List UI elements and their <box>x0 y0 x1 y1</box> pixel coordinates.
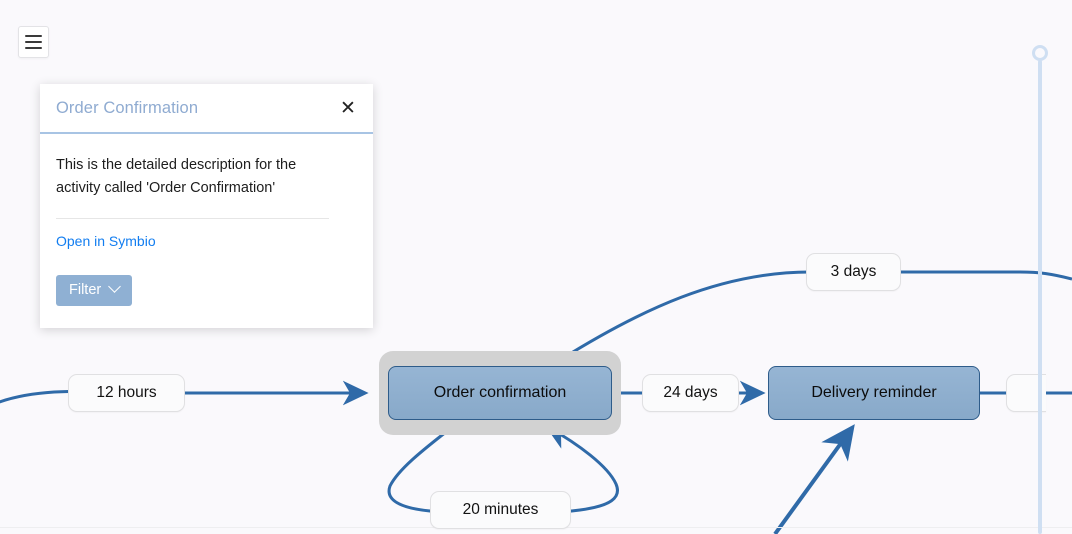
node-delivery-reminder[interactable]: Delivery reminder <box>768 366 980 420</box>
edge-into-delivery-reminder <box>773 424 855 534</box>
filter-button-label: Filter <box>69 281 102 298</box>
edge-label-20-minutes[interactable]: 20 minutes <box>430 491 571 529</box>
menu-icon[interactable] <box>18 26 49 58</box>
node-label: Delivery reminder <box>811 384 937 401</box>
filter-button[interactable]: Filter <box>56 274 133 306</box>
edge-label-12-hours[interactable]: 12 hours <box>68 374 185 412</box>
vertical-slider-handle[interactable] <box>1032 45 1048 61</box>
edge-label-3-days[interactable]: 3 days <box>806 253 901 291</box>
edge-label-text: 3 days <box>830 263 877 280</box>
activity-detail-popup[interactable]: Order Confirmation ✕ This is the detaile… <box>40 84 373 328</box>
open-in-symbio-link[interactable]: Open in Symbio <box>56 232 156 249</box>
menu-bar <box>25 47 42 49</box>
node-label: Order confirmation <box>433 384 567 401</box>
chevron-down-icon <box>108 280 122 294</box>
popup-body: This is the detailed description for the… <box>40 134 373 259</box>
edge-label-24-days[interactable]: 24 days <box>642 374 739 412</box>
menu-bar <box>25 41 42 43</box>
edge-label-text: 12 hours <box>96 384 157 401</box>
popup-separator <box>56 217 329 219</box>
edge-label-text: 20 minutes <box>462 501 539 518</box>
popup-title: Order Confirmation <box>56 98 199 117</box>
edge-label-text: 24 days <box>663 384 718 401</box>
menu-bar <box>25 35 42 37</box>
popup-footer: Filter <box>40 259 373 328</box>
vertical-slider-track[interactable] <box>1038 60 1042 534</box>
popup-header: Order Confirmation ✕ <box>40 84 373 134</box>
popup-description: This is the detailed description for the… <box>56 157 297 196</box>
close-icon[interactable]: ✕ <box>340 97 356 119</box>
node-order-confirmation[interactable]: Order confirmation <box>388 366 612 420</box>
